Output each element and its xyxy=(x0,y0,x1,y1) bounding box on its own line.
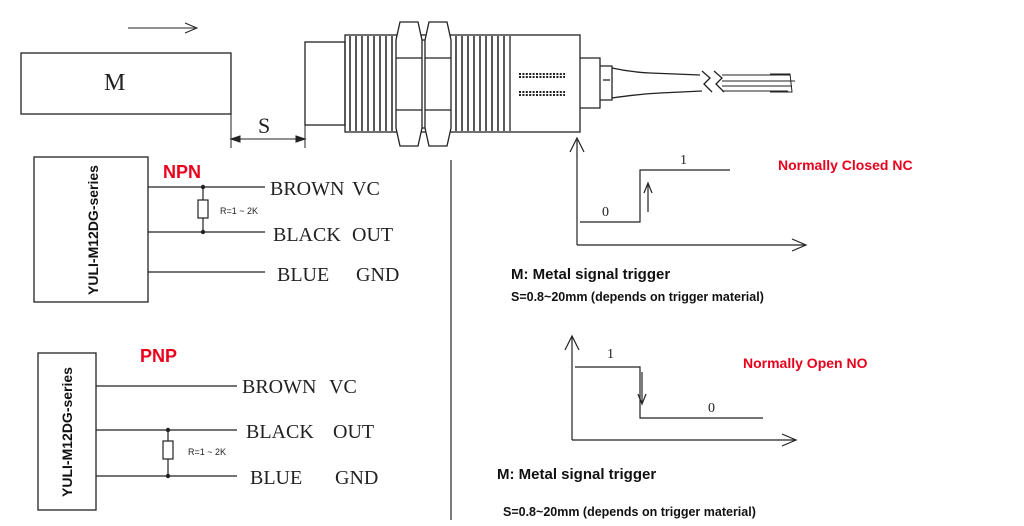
npn-title: NPN xyxy=(163,162,201,182)
no-low-label: 0 xyxy=(708,401,715,416)
pnp-wiring: PNP YULI-M12DG-series R=1 ~ 2K BROWN VC … xyxy=(37,346,378,511)
no-trigger-text: M: Metal signal trigger xyxy=(497,466,656,483)
npn-resistor xyxy=(197,199,209,219)
no-timing-chart: 1 0 Normally Open NO M: Metal signal tri… xyxy=(497,334,868,519)
pnp-wire-blue-color: BLUE xyxy=(250,467,302,489)
metal-target-block xyxy=(20,52,232,115)
npn-module-label: YULI-M12DG-series xyxy=(85,165,101,295)
sensing-face xyxy=(304,41,346,126)
lock-nuts xyxy=(395,21,452,147)
pnp-wire-blue-signal: GND xyxy=(335,467,378,489)
nc-range-text: S=0.8~20mm (depends on trigger material) xyxy=(511,290,764,304)
threaded-body xyxy=(344,34,581,133)
pnp-wire-brown-color: BROWN xyxy=(242,376,316,398)
npn-resistor-label: R=1 ~ 2K xyxy=(220,206,258,216)
sensing-distance-dimension xyxy=(229,114,307,148)
nc-trigger-text: M: Metal signal trigger xyxy=(511,266,670,283)
npn-module-box xyxy=(33,156,149,303)
npn-wire-blue-color: BLUE xyxy=(277,264,329,286)
nc-timing-chart: 0 1 Normally Closed NC M: Metal signal t… xyxy=(511,136,913,304)
nc-signal-line xyxy=(580,169,730,223)
pnp-wire-black-color: BLACK xyxy=(246,421,314,443)
pnp-resistor-label: R=1 ~ 2K xyxy=(188,447,226,457)
pnp-module-box xyxy=(37,352,97,511)
sensor-drawing: M S xyxy=(20,21,795,148)
distance-label: S xyxy=(258,113,270,138)
nc-low-label: 0 xyxy=(602,205,609,220)
npn-wire-black-signal: OUT xyxy=(352,224,393,246)
npn-wire-brown-signal: VC xyxy=(352,178,380,200)
movement-arrow xyxy=(128,22,199,34)
no-title: Normally Open NO xyxy=(743,355,868,371)
npn-wire-brown-color: BROWN xyxy=(270,178,344,200)
cable xyxy=(580,57,795,109)
target-label: M xyxy=(104,70,125,96)
npn-wire-black-color: BLACK xyxy=(273,224,341,246)
pnp-title: PNP xyxy=(140,346,177,366)
npn-wire-blue-signal: GND xyxy=(356,264,399,286)
no-signal-line xyxy=(575,366,763,419)
npn-wiring: NPN YULI-M12DG-series R=1 ~ 2K BROWN VC … xyxy=(33,156,399,303)
pnp-wire-brown-signal: VC xyxy=(329,376,357,398)
pnp-resistor xyxy=(162,440,174,460)
pnp-module-label: YULI-M12DG-series xyxy=(59,367,75,497)
no-high-label: 1 xyxy=(607,347,614,362)
sensor-rear xyxy=(509,36,565,131)
nc-title: Normally Closed NC xyxy=(778,157,913,173)
pnp-wire-black-signal: OUT xyxy=(333,421,374,443)
no-range-text: S=0.8~20mm (depends on trigger material) xyxy=(503,505,756,519)
nc-high-label: 1 xyxy=(680,153,687,168)
